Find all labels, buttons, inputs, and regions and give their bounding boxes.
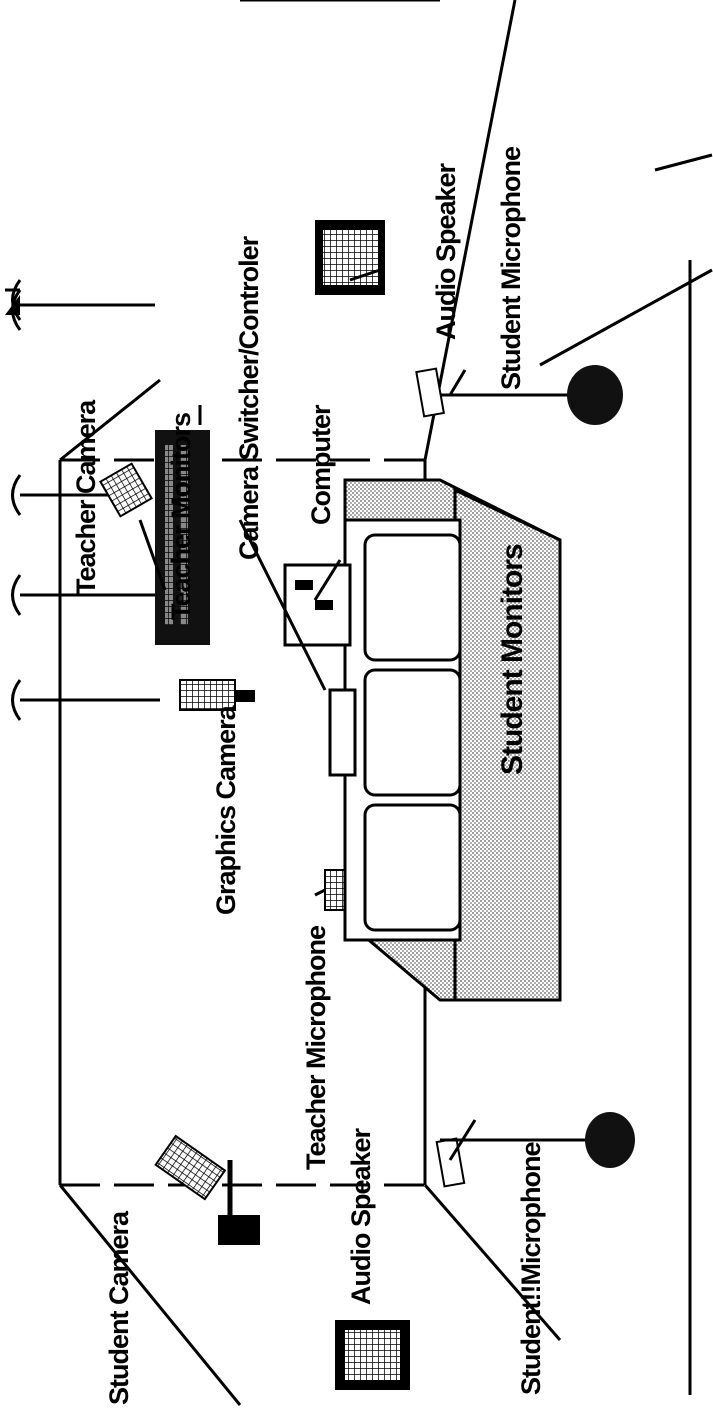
graphics-camera-unit xyxy=(179,679,255,711)
label-audio-speaker-left: Audio Speaker xyxy=(346,1127,376,1305)
student-microphone-left-unit xyxy=(435,1112,635,1188)
label-student-microphone-right: Student Microphone xyxy=(496,146,526,390)
label-student-monitors: Student Monitors xyxy=(496,544,529,775)
label-audio-speaker-right: Audio Speaker xyxy=(431,162,461,340)
ceiling-light-4 xyxy=(11,474,115,516)
labels: Student Camera Audio Speaker Student!!Mi… xyxy=(71,146,546,1405)
ceiling-light-2 xyxy=(11,679,160,721)
label-teacher-monitors: Teacher Monitors xyxy=(166,413,196,620)
student-camera-unit xyxy=(154,1134,260,1245)
teacher-camera-unit xyxy=(99,462,153,518)
ceiling-light-3 xyxy=(11,574,160,616)
audio-speaker-left-box xyxy=(335,1320,410,1390)
camera-switcher-unit xyxy=(328,688,357,777)
ceiling-light-1 xyxy=(5,279,155,321)
label-teacher-camera: Teacher Camera xyxy=(71,399,101,595)
leader-arrows xyxy=(138,268,477,1161)
ceiling-light-5 xyxy=(11,289,22,331)
label-computer: Computer xyxy=(306,404,336,525)
ceiling-lights xyxy=(5,279,160,721)
label-graphics-camera: Graphics Camera xyxy=(211,704,241,915)
audio-speaker-right-box xyxy=(315,220,385,295)
label-camera-switcher: Camera Switcher/Controler xyxy=(234,235,264,560)
label-teacher-microphone: Teacher Microphone xyxy=(301,925,331,1170)
student-microphone-right-unit xyxy=(415,365,623,425)
label-student-microphone-left: Student!!Microphone xyxy=(516,1142,546,1395)
computer-unit xyxy=(283,563,352,647)
student-monitors-desk xyxy=(343,478,562,1002)
label-student-camera: Student Camera xyxy=(104,1210,134,1405)
teacher-monitors-unit xyxy=(155,430,210,645)
